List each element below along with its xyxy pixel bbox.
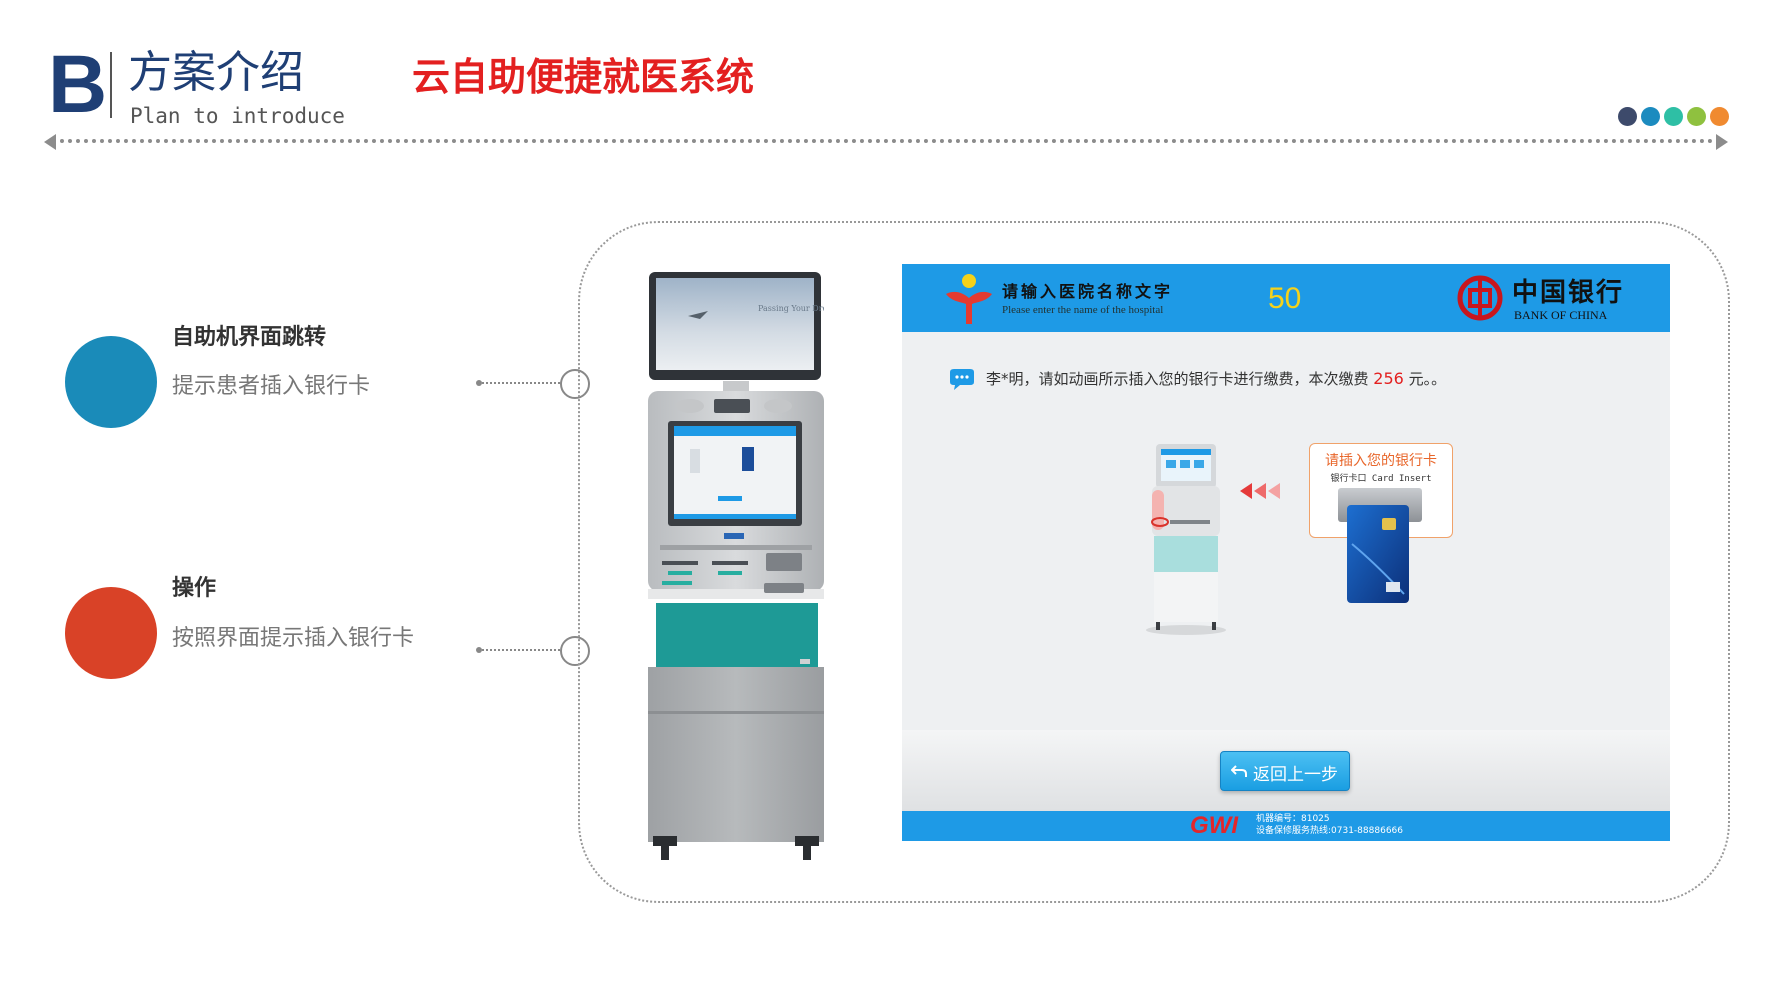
screen-header: 请输入医院名称文字 Please enter the name of the h… <box>902 264 1670 332</box>
hospital-name: 请输入医院名称文字 <box>1002 282 1174 301</box>
payment-amount: 256 <box>1373 369 1404 388</box>
footer-hotline: 设备保修服务热线:0731-88886666 <box>1256 826 1403 836</box>
hospital-logo-icon <box>946 274 992 324</box>
color-dot <box>1618 107 1637 126</box>
kiosk-screen: 请输入医院名称文字 Please enter the name of the h… <box>902 264 1670 841</box>
card-prompt-title: 请插入您的银行卡 <box>1325 453 1437 469</box>
item-desc-2: 按照界面提示插入银行卡 <box>172 626 415 651</box>
section-letter: B <box>48 39 108 130</box>
small-kiosk-icon <box>1146 444 1226 635</box>
message-text: 李*明，请如动画所示插入您的银行卡进行缴费，本次缴费 <box>986 370 1369 388</box>
color-dots <box>1618 107 1729 126</box>
card-prompt-subtitle: 银行卡口 Card Insert <box>1330 474 1432 484</box>
countdown: 50 <box>1268 282 1302 315</box>
bank-card-icon <box>1347 505 1409 603</box>
back-button-label: 返回上一步 <box>1253 765 1338 785</box>
kiosk-graphic: Passing Your Dream <box>648 272 840 860</box>
section-title: 方案介绍 <box>128 47 304 98</box>
connector-ring <box>560 636 590 666</box>
color-dot <box>1641 107 1660 126</box>
footer-brand: GWI <box>1190 812 1238 839</box>
kiosk-slogan: Passing Your Dream <box>758 304 824 313</box>
item-circle-1 <box>65 336 157 428</box>
connector-line <box>482 649 560 651</box>
instruction-message: 李*明，请如动画所示插入您的银行卡进行缴费，本次缴费 256 元。。 <box>986 368 1446 389</box>
item-title-2: 操作 <box>172 576 217 601</box>
hospital-name-en: Please enter the name of the hospital <box>1002 304 1164 316</box>
header-divider <box>52 139 1714 143</box>
arrow-left-icon <box>44 134 56 150</box>
bank-name-en: BANK OF CHINA <box>1514 308 1608 322</box>
color-dot <box>1710 107 1729 126</box>
insert-arrows-icon <box>1240 483 1280 499</box>
connector-ring <box>560 369 590 399</box>
color-dot <box>1664 107 1683 126</box>
message-suffix: 元。。 <box>1408 370 1447 388</box>
item-desc-1: 提示患者插入银行卡 <box>172 374 371 399</box>
screen-footer: GWI 机器编号：81025 设备保修服务热线:0731-88886666 <box>902 811 1670 841</box>
kiosk-illustration: Passing Your Dream <box>648 271 840 863</box>
back-button[interactable]: 返回上一步 <box>1220 751 1350 791</box>
back-arrow-icon <box>1231 765 1247 777</box>
bank-of-china-logo-icon <box>1457 275 1503 321</box>
item-circle-2 <box>65 587 157 679</box>
header-separator <box>110 52 112 118</box>
item-title-1: 自助机界面跳转 <box>172 325 327 350</box>
section-subtitle: Plan to introduce <box>130 104 345 128</box>
footer-device-no: 机器编号：81025 <box>1256 814 1330 824</box>
arrow-right-icon <box>1716 134 1728 150</box>
color-dot <box>1687 107 1706 126</box>
connector-dot <box>476 380 482 386</box>
page-title: 云自助便捷就医系统 <box>412 55 755 99</box>
connector-dot <box>476 647 482 653</box>
connector-line <box>482 382 560 384</box>
bank-name: 中国银行 <box>1512 278 1625 308</box>
chat-bubble-icon <box>950 369 974 390</box>
content-frame <box>578 221 1730 903</box>
